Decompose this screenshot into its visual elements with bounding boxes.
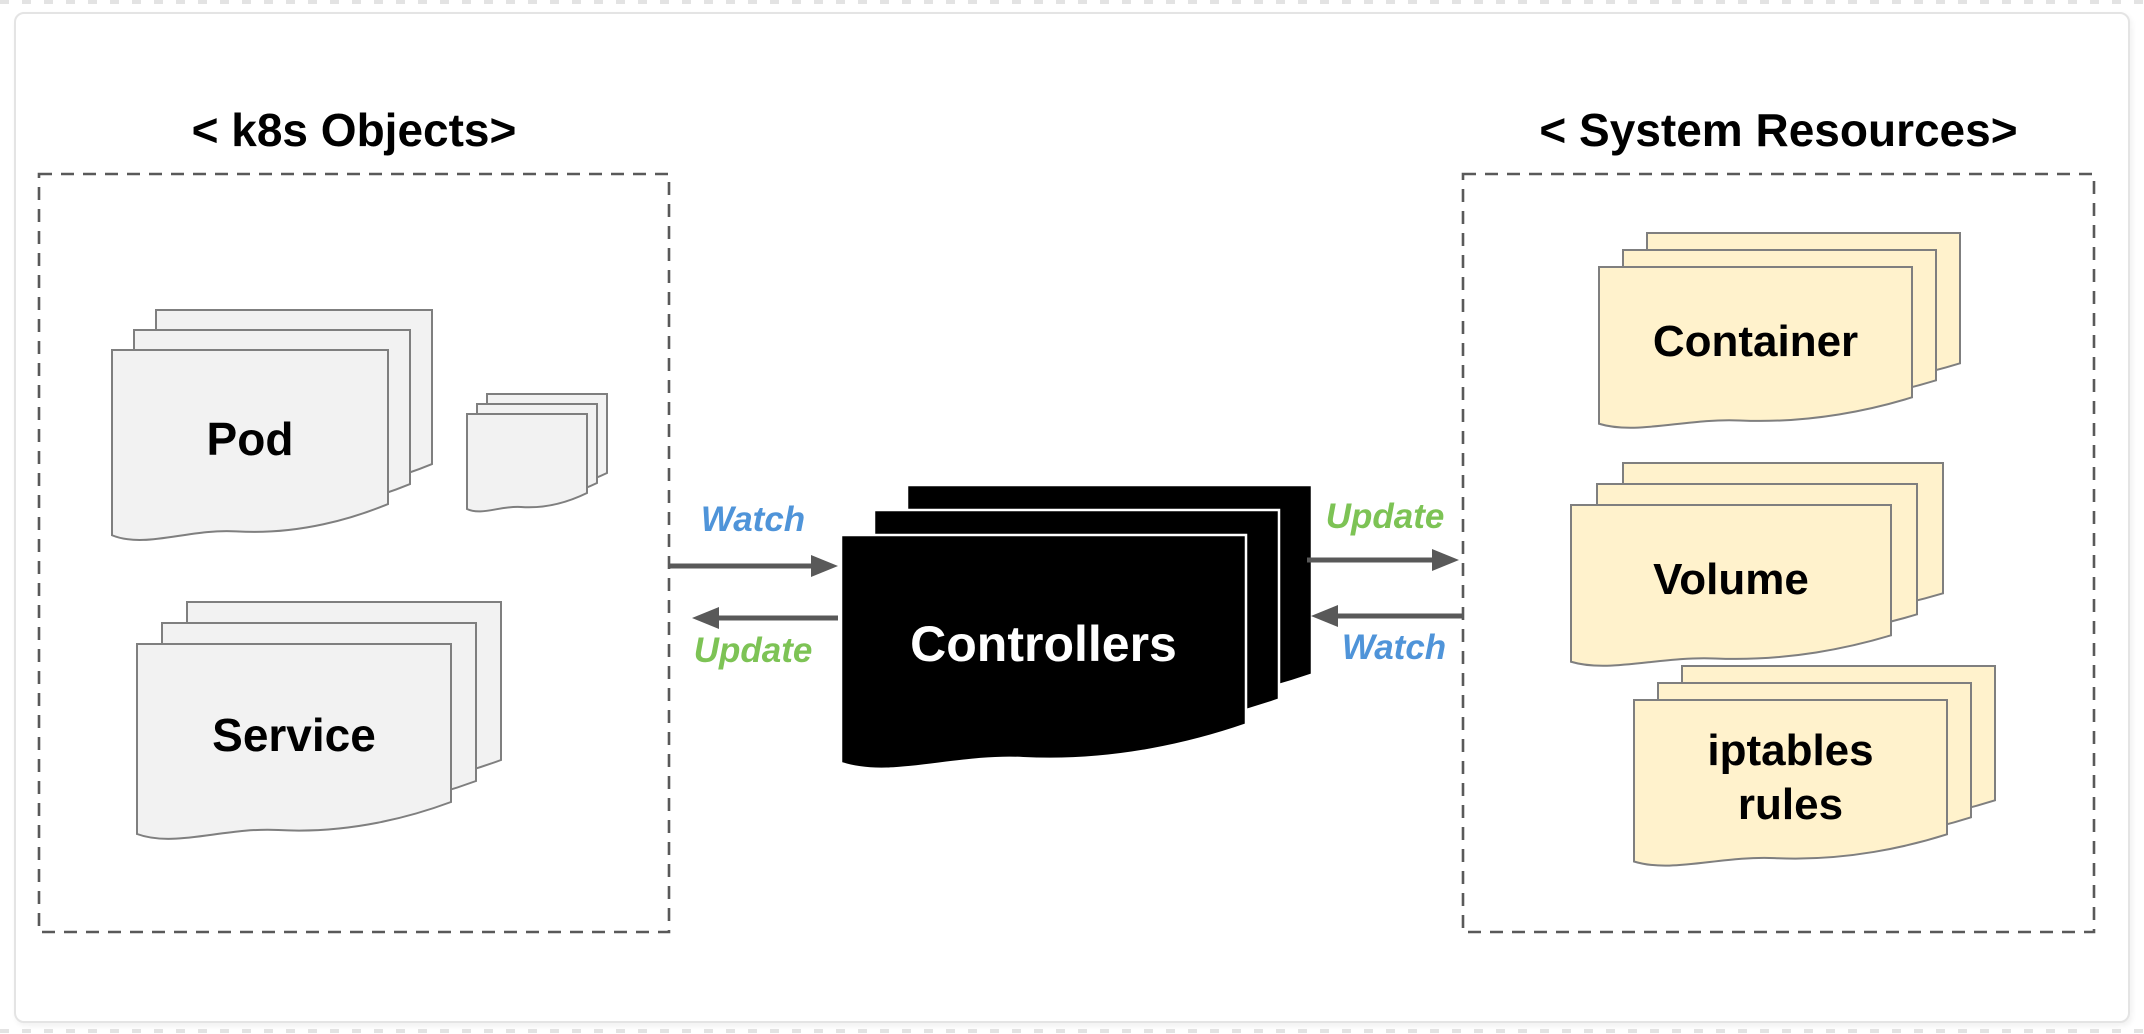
- small-doc-stack: [466, 393, 608, 513]
- volume-doc-stack-front: [1570, 504, 1892, 667]
- watch-left-arrow: [668, 555, 838, 577]
- watch-right-label: Watch: [1341, 628, 1447, 667]
- k8s-objects-title: < k8s Objects>: [191, 103, 517, 156]
- pod-doc-stack: [111, 309, 433, 541]
- container-doc-stack: [1598, 232, 1961, 429]
- volume-label: Volume: [1653, 555, 1809, 604]
- iptables-label-line1: iptables: [1707, 725, 1874, 775]
- iptables-doc-stack-front: [1633, 699, 1948, 867]
- controllers-label: Controllers: [910, 616, 1177, 672]
- controllers-doc-stack: [839, 483, 1314, 771]
- iptables-doc-stack: [1633, 665, 1996, 867]
- update-right-arrow-head: [1432, 549, 1459, 571]
- container-label: Container: [1652, 317, 1859, 366]
- pod-label: Pod: [206, 413, 294, 465]
- controllers-doc-stack-front: [839, 533, 1248, 771]
- update-right-label: Update: [1325, 497, 1445, 536]
- service-doc-stack: [136, 601, 502, 840]
- pod-doc-stack-front: [111, 349, 389, 541]
- iptables-rules-label: iptables rules: [1634, 700, 1947, 855]
- page-bottom-edge-pattern: [0, 1029, 2144, 1033]
- system-resources-title: < System Resources>: [1539, 103, 2018, 156]
- update-left-arrow: [692, 607, 838, 629]
- volume-doc-stack: [1570, 462, 1944, 667]
- update-left-label: Update: [693, 631, 813, 670]
- system-resources-box: [1461, 172, 2096, 934]
- watch-right-arrow: [1311, 605, 1463, 627]
- service-label: Service: [212, 709, 376, 761]
- container-doc-stack-front: [1598, 266, 1913, 429]
- k8s-objects-box: [37, 172, 671, 934]
- update-right-arrow: [1307, 549, 1459, 571]
- service-doc-stack-front: [136, 643, 452, 840]
- iptables-label-line2: rules: [1737, 779, 1844, 829]
- small-doc-stack-front: [466, 413, 588, 513]
- watch-right-arrow-head: [1311, 605, 1338, 627]
- page-top-edge-pattern: [0, 0, 2144, 4]
- watch-left-label: Watch: [700, 500, 806, 539]
- watch-left-arrow-head: [811, 555, 838, 577]
- update-left-arrow-head: [692, 607, 719, 629]
